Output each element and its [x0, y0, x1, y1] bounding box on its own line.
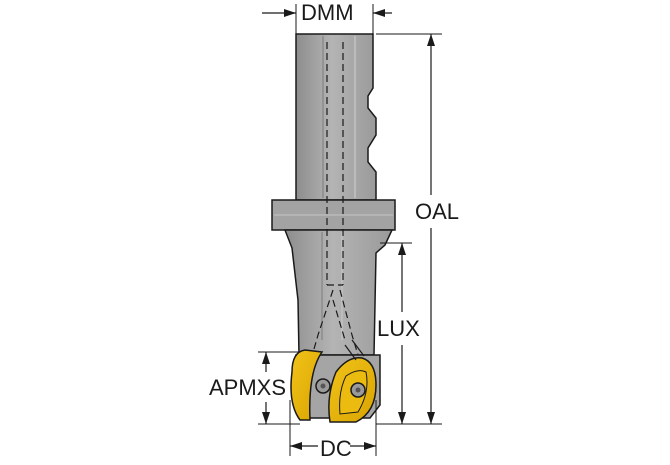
collar: [271, 199, 396, 231]
screw-left: [315, 378, 331, 394]
dmm-dimension: [262, 4, 392, 36]
shank: [295, 33, 377, 201]
screw-right: [350, 382, 366, 398]
oal-label: OAL: [415, 199, 460, 224]
apmxs-label: APMXS: [209, 375, 287, 400]
lux-dimension: [380, 242, 412, 425]
dmm-label: DMM: [301, 0, 354, 25]
apmxs-dimension: [258, 351, 300, 425]
dc-label: DC: [320, 436, 352, 461]
insert-left: [290, 349, 324, 421]
lux-label: LUX: [377, 316, 420, 341]
chip-flute: [344, 339, 365, 361]
neck: [283, 229, 394, 356]
dc-dimension: [289, 400, 377, 456]
